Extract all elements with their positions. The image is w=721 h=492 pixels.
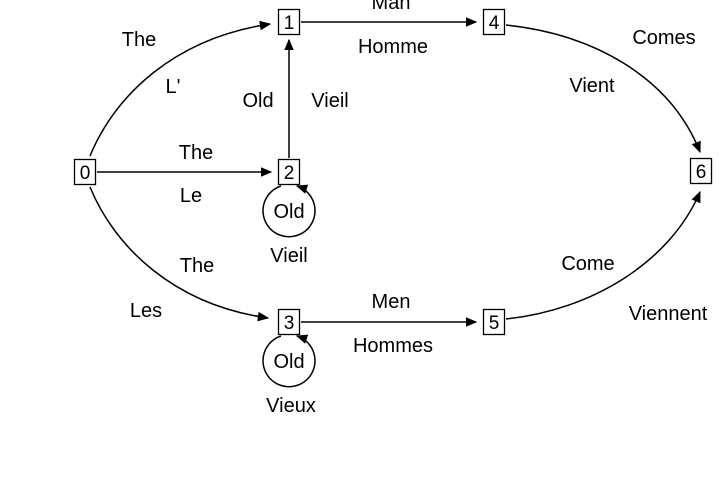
edge-0-3-label-fr: Les	[130, 300, 162, 322]
edge-4-6-label-en: Comes	[632, 27, 695, 49]
edge-1-4-label-fr: Homme	[358, 36, 428, 58]
edge-0-1-label-en: The	[122, 29, 156, 51]
node-0-box	[73, 158, 97, 186]
edge-2-1-label-fr: Vieil	[311, 90, 348, 112]
edge-3-5-label-fr: Hommes	[353, 335, 433, 357]
self-loop-2-label-fr: Vieil	[270, 245, 307, 267]
node-6-label: 6	[696, 162, 707, 183]
edge-2-1-label-en: Old	[242, 90, 273, 112]
edge-0-1	[89, 20, 272, 157]
node-0-label: 0	[80, 163, 91, 184]
edge-4-6	[505, 24, 701, 154]
edge-4-6-label-fr: Vient	[569, 75, 615, 97]
edge-5-6	[505, 190, 701, 320]
edge-5-6-label-fr: Viennent	[629, 303, 708, 325]
self-loop-3-label-fr: Vieux	[266, 395, 316, 417]
node-4-label: 4	[489, 13, 500, 34]
edge-0-3	[89, 186, 270, 322]
node-1-label: 1	[284, 13, 295, 34]
node-2-box	[277, 158, 301, 186]
self-loop-node-3	[262, 334, 316, 388]
edge-5-6-label-en: Come	[561, 253, 614, 275]
node-5-label: 5	[489, 313, 500, 334]
node-1-box	[277, 8, 301, 36]
edge-3-5-label-en: Men	[372, 291, 411, 313]
edge-0-2-label-en: The	[179, 142, 213, 164]
node-3-label: 3	[284, 313, 295, 334]
node-6-box	[689, 157, 713, 185]
edge-0-3-label-en: The	[180, 255, 214, 277]
self-loop-node-2	[262, 184, 316, 238]
node-4-box	[482, 8, 506, 36]
edge-1-4-label-en: Man	[372, 0, 411, 14]
edge-0-1-label-fr: L'	[166, 76, 181, 98]
self-loop-2-label-en: Old	[273, 201, 304, 223]
node-2-label: 2	[284, 163, 295, 184]
node-5-box	[482, 308, 506, 336]
edge-0-2-label-fr: Le	[180, 185, 202, 207]
node-3-box	[277, 308, 301, 336]
self-loop-3-label-en: Old	[273, 351, 304, 373]
